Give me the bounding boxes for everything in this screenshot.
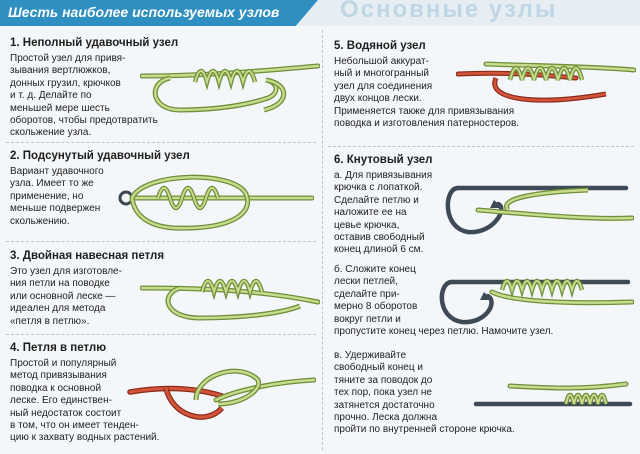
text-line: свободный конец и bbox=[334, 362, 423, 374]
hook-illustration-b bbox=[432, 262, 634, 328]
knot-illustration-2 bbox=[114, 168, 314, 234]
text-line: Простой узел для привя- bbox=[10, 53, 126, 64]
text-line: оставив свободный bbox=[334, 232, 425, 244]
title-banner bbox=[0, 0, 318, 26]
text-line: тяните за поводок до bbox=[334, 374, 433, 386]
text-line: или основной леске — bbox=[10, 290, 116, 302]
text-line: Это узел для изготовле- bbox=[10, 266, 122, 277]
knot-illustration-1 bbox=[140, 48, 320, 118]
divider-line bbox=[6, 241, 316, 242]
text-line: цию к захвату водных растений. bbox=[10, 432, 160, 444]
text-line: поводка и изготовления патерностеров. bbox=[334, 118, 520, 130]
section-text-3: Это узел для изготовле- ния петли на пов… bbox=[10, 266, 122, 328]
text-line: двух концов лески. bbox=[334, 93, 422, 105]
text-line: лески петлей, bbox=[334, 276, 398, 288]
text-line: оборотов, чтобы предотвратить bbox=[10, 115, 158, 127]
text-line: а. Для привязывания bbox=[334, 170, 433, 181]
text-line: «петля в петлю». bbox=[10, 315, 90, 327]
text-line: конец длиной 6 см. bbox=[334, 244, 424, 256]
text-line: леске. Его единствен- bbox=[10, 395, 112, 407]
text-line: пройти по внутренней стороне крючка. bbox=[334, 424, 515, 436]
text-line: метод привязывания bbox=[10, 370, 107, 382]
divider-line bbox=[6, 334, 316, 335]
text-line: меньшей мере шесть bbox=[10, 102, 110, 114]
knot-illustration-5 bbox=[456, 44, 636, 110]
text-line: идеален для метода bbox=[10, 303, 106, 315]
section-text-2: Вариант удавочного узла. Имеет то же при… bbox=[10, 166, 104, 228]
section-text-5: Небольшой аккурат- ный и многогранный уз… bbox=[334, 56, 519, 130]
divider-line bbox=[328, 146, 634, 147]
section-text-4: Простой и популярный метод привязывания … bbox=[10, 358, 159, 445]
text-line: скольжению. bbox=[10, 215, 70, 227]
text-line: вокруг петли и bbox=[334, 313, 401, 325]
text-line: крючка с лопаткой. bbox=[334, 182, 423, 194]
text-line: узел для соединения bbox=[334, 80, 433, 92]
text-line: Простой и популярный bbox=[10, 358, 117, 369]
text-line: донных грузил, крючков bbox=[10, 77, 121, 89]
section-title-3: 3. Двойная навесная петля bbox=[10, 250, 165, 262]
text-line: ный недостаток состоит bbox=[10, 407, 122, 419]
knot-illustration-4 bbox=[126, 356, 316, 430]
column-divider bbox=[322, 30, 323, 450]
text-line: меньше подвержен bbox=[10, 203, 101, 215]
hook-illustration-c bbox=[470, 364, 634, 424]
section-text-6a: а. Для привязывания крючка с лопаткой. С… bbox=[334, 170, 432, 257]
text-line: цевье крючка, bbox=[334, 219, 400, 231]
text-line: наложите ее на bbox=[334, 207, 407, 219]
section-title-4: 4. Петля в петлю bbox=[10, 342, 107, 354]
text-line: в. Удерживайте bbox=[334, 350, 407, 361]
text-line: Вариант удавочного bbox=[10, 166, 104, 177]
section-text-6b: б. Сложите конец лески петлей, сделайте … bbox=[334, 264, 553, 338]
text-line: скольжение узла. bbox=[10, 127, 92, 139]
section-text-1: Простой узел для привя- зывания вертлюжк… bbox=[10, 53, 158, 140]
text-line: сделайте при- bbox=[334, 288, 400, 300]
text-line: и т. д. Делайте по bbox=[10, 90, 92, 102]
divider-line bbox=[6, 142, 316, 143]
section-title-1: 1. Неполный удавочный узел bbox=[10, 37, 179, 49]
text-line: применение, но bbox=[10, 190, 84, 202]
text-line: узла. Имеет то же bbox=[10, 178, 94, 190]
text-line: Небольшой аккурат- bbox=[334, 56, 429, 67]
hook-illustration-a bbox=[438, 168, 634, 248]
text-line: в том, что он имеет тенден- bbox=[10, 420, 139, 432]
section-title-2: 2. Подсунутый удавочный узел bbox=[10, 150, 190, 162]
text-line: б. Сложите конец bbox=[334, 264, 416, 275]
knot-illustration-3 bbox=[140, 258, 320, 324]
text-line: ния петли на поводке bbox=[10, 278, 110, 290]
section-title-6: 6. Кнутовый узел bbox=[334, 154, 433, 166]
text-line: прочно. Леска должна bbox=[334, 412, 438, 424]
text-line: мерно 8 оборотов bbox=[334, 301, 418, 313]
text-line: ный и многогранный bbox=[334, 68, 429, 80]
header-bar: Шесть наиболее используемых узлов Основн… bbox=[0, 0, 640, 26]
text-line: зывания вертлюжков, bbox=[10, 65, 111, 77]
section-text-6c: в. Удерживайте свободный конец и тяните … bbox=[334, 350, 515, 437]
text-line: поводка к основной bbox=[10, 382, 102, 394]
text-line: пропустите конец через петлю. Намочите у… bbox=[334, 326, 554, 338]
text-line: Сделайте петлю и bbox=[334, 194, 419, 206]
section-title-5: 5. Водяной узел bbox=[334, 40, 426, 52]
text-line: тех пор, пока узел не bbox=[334, 387, 432, 399]
background-heading: Основные узлы bbox=[340, 0, 558, 23]
text-line: Применяется также для привязывания bbox=[334, 105, 515, 117]
page-title: Шесть наиболее используемых узлов bbox=[8, 4, 280, 20]
text-line: затянется достаточно bbox=[334, 399, 435, 411]
